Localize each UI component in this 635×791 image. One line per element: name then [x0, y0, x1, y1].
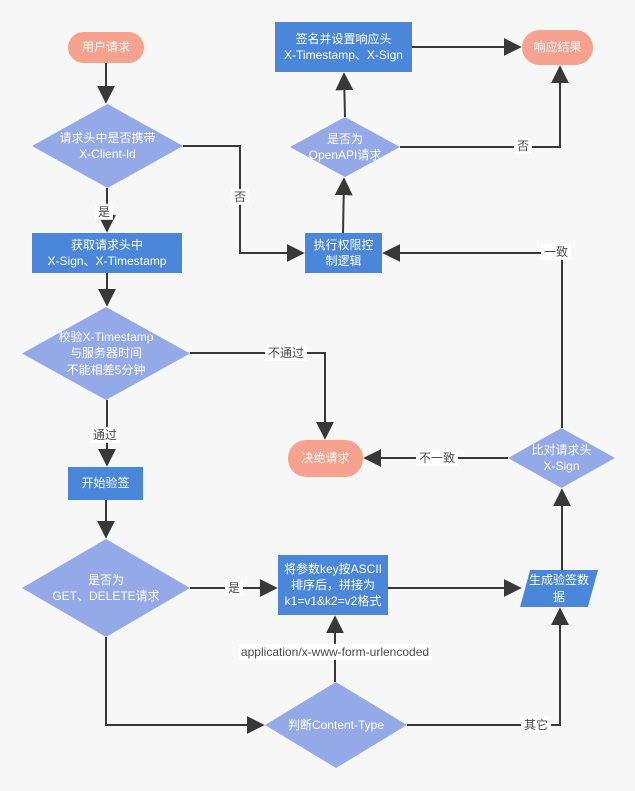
- node-compare-sign-label: 比对请求头 X-Sign: [531, 442, 592, 473]
- node-reject-request: 决绝请求: [288, 440, 363, 477]
- node-get-headers: 获取请求头中 X-Sign、X-Timestamp: [32, 233, 182, 273]
- node-start-verify: 开始验签: [68, 467, 143, 500]
- edge-label-pass: 通过: [89, 426, 121, 444]
- edge-label-fail: 不通过: [264, 344, 308, 362]
- node-response-result-label: 响应结果: [533, 40, 582, 55]
- edge-label-other: 其它: [520, 716, 552, 734]
- edge-label-yes-client-id: 是: [94, 203, 114, 221]
- node-user-request: 用户请求: [68, 32, 144, 63]
- node-sort-params-label: 将参数key按ASCII 排序后，拼接为 k1=v1&k2=v2格式: [283, 561, 383, 609]
- node-sort-params: 将参数key按ASCII 排序后，拼接为 k1=v1&k2=v2格式: [278, 555, 388, 615]
- node-get-headers-label: 获取请求头中 X-Sign、X-Timestamp: [47, 237, 167, 268]
- edge-label-mismatch: 不一致: [415, 449, 459, 467]
- node-response-result: 响应结果: [522, 30, 593, 65]
- node-start-verify-label: 开始验签: [81, 476, 130, 491]
- node-gen-verify-data-label: 生成验签数 据: [528, 573, 589, 604]
- node-check-content-type-label: 判断Content-Type: [287, 717, 385, 732]
- edge-label-no-client-id: 否: [230, 188, 250, 206]
- edge-compare-sign-match-to-exec-permission: [382, 244, 563, 428]
- edge-is-openapi-yes-to-sign-response: [335, 72, 354, 118]
- node-reject-request-label: 决绝请求: [301, 451, 350, 466]
- node-is-get-delete-label: 是否为 GET、DELETE请求: [52, 572, 160, 603]
- edge-label-no-openapi: 否: [513, 137, 533, 155]
- edge-exec-permission-to-is-openapi: [334, 177, 353, 234]
- edge-check-timestamp-fail-to-reject: [190, 352, 334, 440]
- edge-label-yes-get-delete: 是: [224, 579, 244, 597]
- node-user-request-label: 用户请求: [81, 40, 130, 55]
- node-sign-response-label: 签名并设置响应头 X-Timestamp、X-Sign: [284, 31, 403, 62]
- edge-is-openapi-no-to-response: [400, 65, 569, 148]
- node-check-timestamp-label: 校验X-Timestamp 与服务器时间 不能相差5分钟: [58, 330, 154, 377]
- edge-content-type-other-to-gen-data: [407, 607, 569, 726]
- edge-label-match: 一致: [540, 243, 572, 261]
- node-exec-permission-label: 执行权限控 制逻辑: [313, 237, 374, 268]
- node-check-client-id-label: 请求头中是否携带 X-Client-Id: [59, 130, 156, 161]
- node-sign-response: 签名并设置响应头 X-Timestamp、X-Sign: [275, 22, 412, 72]
- node-is-openapi-label: 是否为 OpenAPI请求: [308, 131, 382, 162]
- edge-label-form-urlencoded: application/x-www-form-urlencoded: [237, 643, 433, 661]
- edge-is-get-delete-to-check-content-type: [105, 637, 265, 734]
- node-exec-permission: 执行权限控 制逻辑: [305, 233, 382, 273]
- node-gen-verify-data: 生成验签数 据: [520, 570, 598, 607]
